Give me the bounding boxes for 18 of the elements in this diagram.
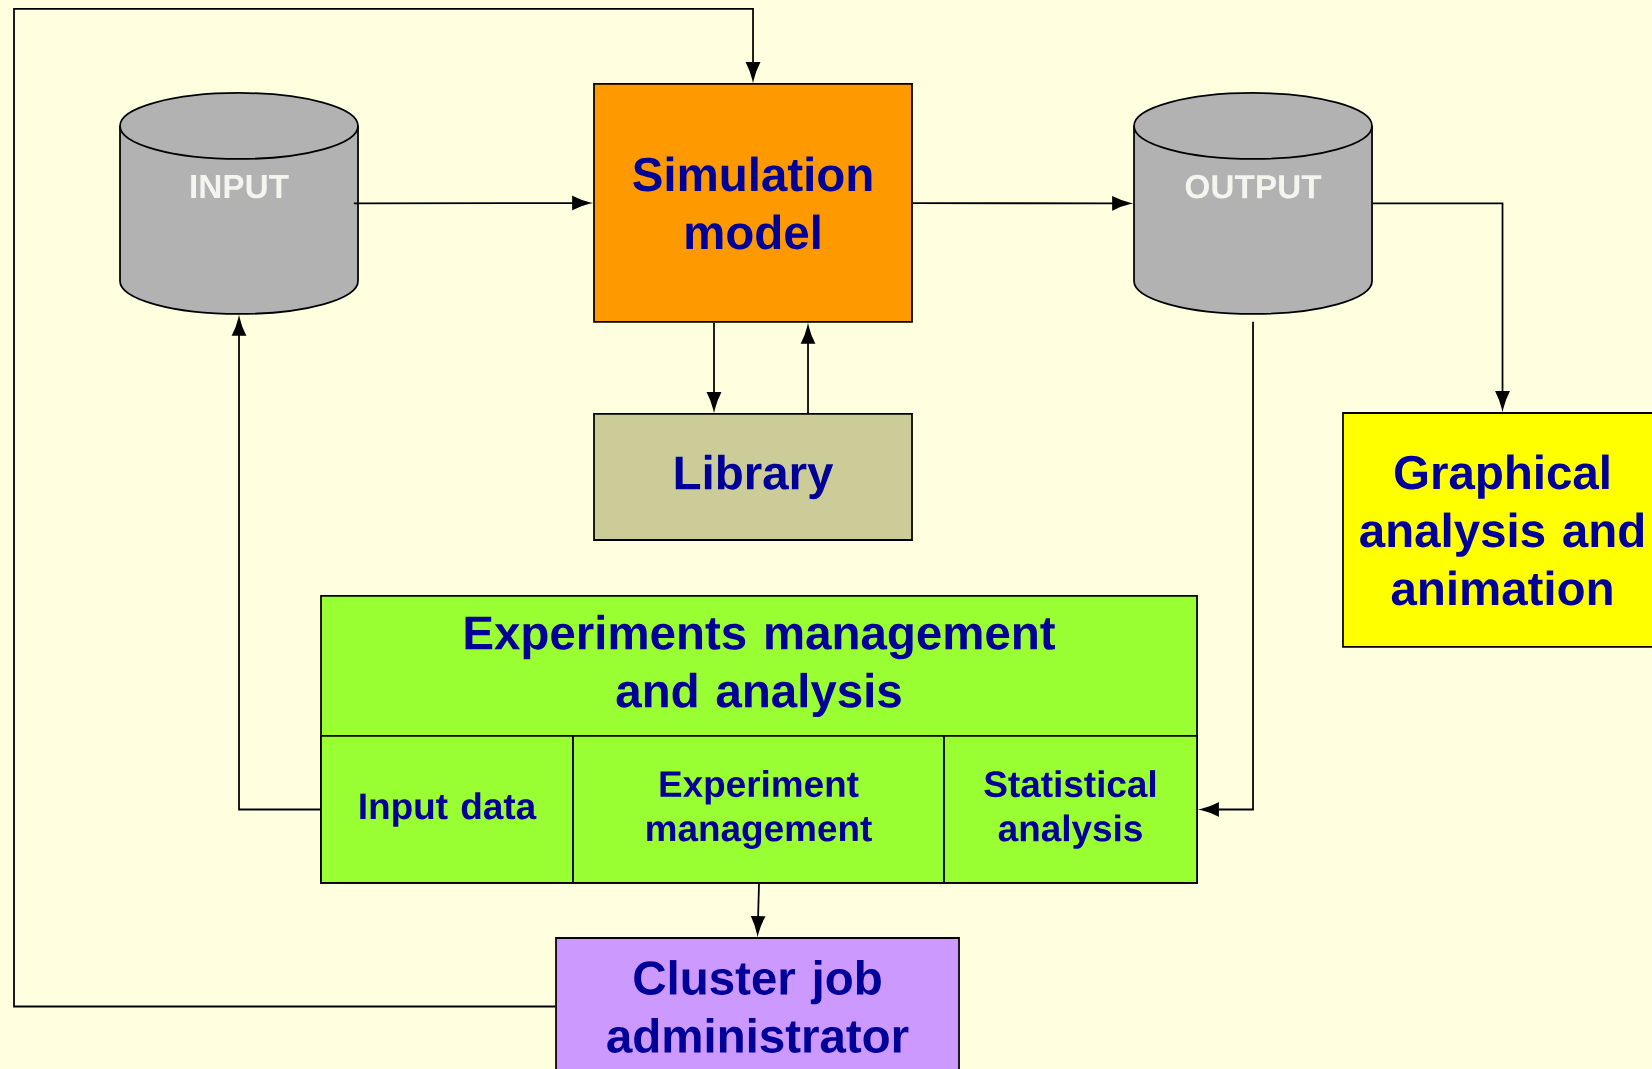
arrow [1200, 321, 1254, 817]
arrow [707, 322, 721, 411]
process-box: Graphical analysis and animation [1342, 412, 1652, 648]
process-box: Cluster job administrator [555, 937, 960, 1069]
arrow [13, 8, 760, 1008]
arrow [801, 325, 815, 414]
database-cylinder: INPUT [119, 92, 359, 315]
process-box: Simulation model [593, 83, 913, 323]
arrow [353, 196, 591, 210]
arrow [1372, 202, 1510, 410]
database-cylinder: OUTPUT [1133, 92, 1373, 315]
arrow [912, 196, 1131, 211]
arrow [232, 317, 321, 811]
process-box: Input data [320, 735, 574, 884]
process-box: Statistical analysis [943, 735, 1198, 884]
process-box: Experiment management [572, 735, 945, 884]
arrow [751, 883, 765, 935]
process-box: Library [593, 413, 913, 541]
